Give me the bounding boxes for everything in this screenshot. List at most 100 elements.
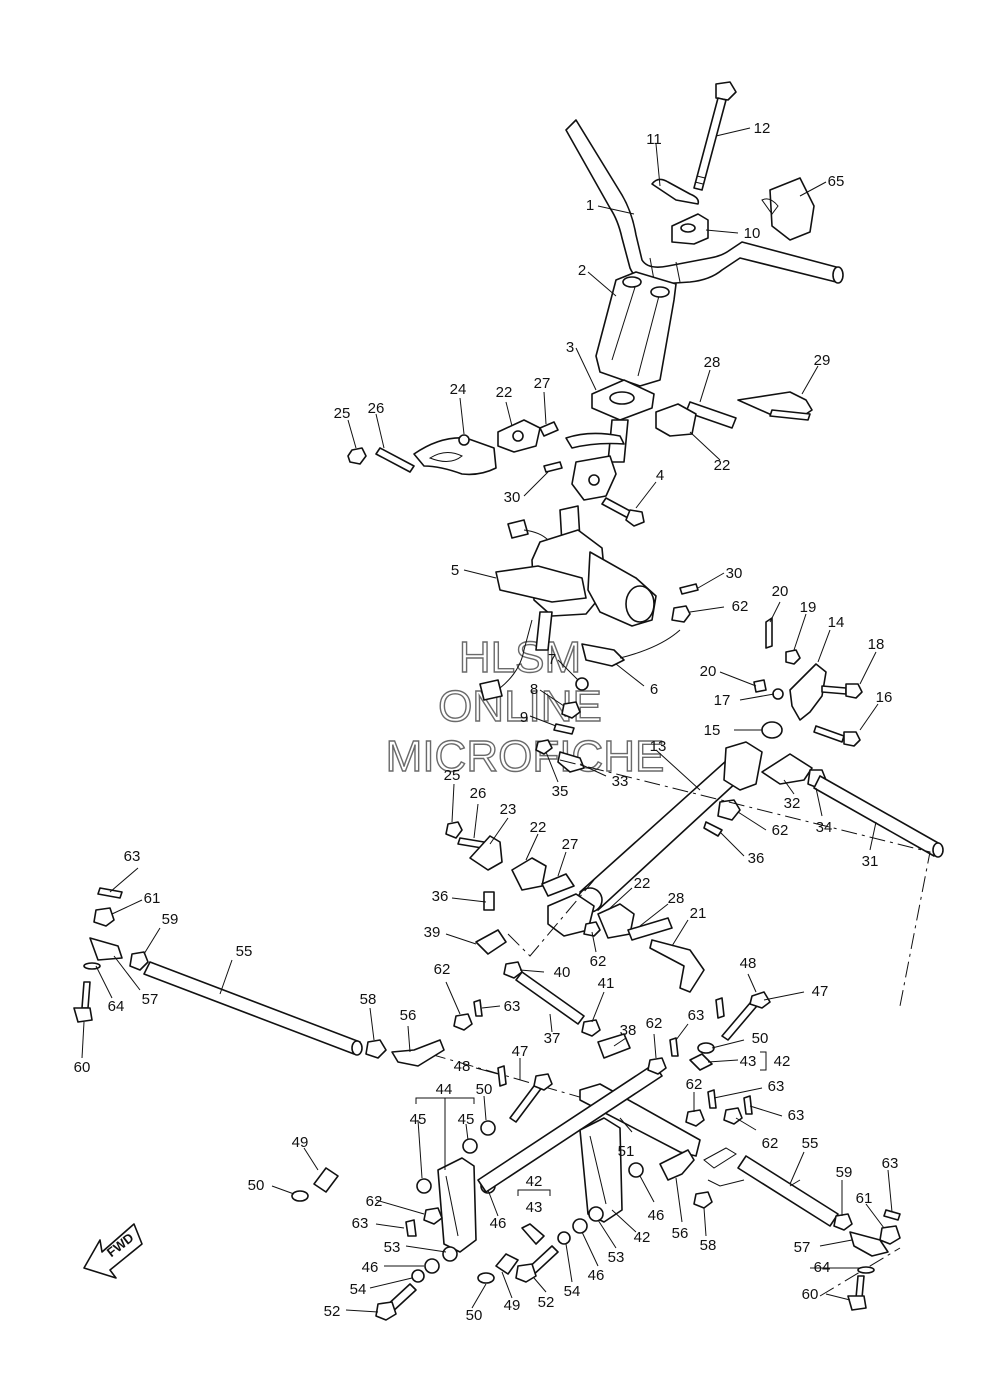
washer-50-mid bbox=[477, 1272, 495, 1284]
callout-22-c: 22 bbox=[530, 819, 547, 836]
washer-64-left bbox=[83, 962, 101, 970]
callout-34: 34 bbox=[816, 819, 833, 836]
callout-33: 33 bbox=[612, 773, 629, 790]
pin-48-left bbox=[497, 1065, 507, 1087]
callout-13: 13 bbox=[650, 738, 667, 755]
nut-59-right bbox=[833, 1213, 853, 1231]
pin-36-upper bbox=[703, 821, 723, 837]
nut-58-right bbox=[693, 1191, 713, 1209]
callout-50-a: 50 bbox=[752, 1030, 769, 1047]
watermark-line-3: MICROFICHE bbox=[386, 732, 665, 781]
callout-42-c: 42 bbox=[634, 1229, 651, 1246]
nut-35 bbox=[535, 739, 553, 755]
watermark: HLSM ONLINE MICROFICHE bbox=[385, 632, 665, 781]
clip bbox=[651, 178, 700, 205]
harness-wire bbox=[499, 619, 533, 689]
callout-27-a: 27 bbox=[534, 375, 551, 392]
pin-63-c bbox=[473, 999, 483, 1017]
callout-63-c: 63 bbox=[688, 1007, 705, 1024]
callout-41: 41 bbox=[598, 975, 615, 992]
callout-56-a: 56 bbox=[400, 1007, 417, 1024]
sleeve-49-left bbox=[313, 1167, 339, 1193]
callout-62-e: 62 bbox=[646, 1015, 663, 1032]
handlebar-mark bbox=[649, 257, 655, 281]
clip-20-upper bbox=[765, 617, 773, 649]
pin-48-right bbox=[715, 997, 725, 1019]
callout-58-a: 58 bbox=[360, 991, 377, 1008]
nut-62-c bbox=[453, 1013, 473, 1031]
nut-62-upper bbox=[671, 605, 691, 623]
tie-rod-55-left bbox=[143, 961, 361, 1055]
tie-rod-end-57-left bbox=[89, 937, 123, 961]
callout-61-a: 61 bbox=[144, 890, 161, 907]
nut-40 bbox=[503, 961, 523, 979]
washer-54-left bbox=[411, 1269, 425, 1283]
callout-62-c: 62 bbox=[590, 953, 607, 970]
clamp-22-lower-left bbox=[511, 857, 547, 891]
callout-50-d: 50 bbox=[466, 1307, 483, 1324]
column-cover bbox=[595, 271, 677, 387]
callout-40: 40 bbox=[554, 964, 571, 981]
callout-25-b: 25 bbox=[444, 767, 461, 784]
tie-rod-end-56-right bbox=[659, 1149, 695, 1181]
callout-46-c: 46 bbox=[588, 1267, 605, 1284]
callout-49-b: 49 bbox=[504, 1297, 521, 1314]
pin-63-right bbox=[883, 1209, 901, 1221]
callout-28-b: 28 bbox=[668, 890, 685, 907]
harness-clip bbox=[581, 643, 625, 667]
callout-8: 8 bbox=[530, 681, 538, 698]
callout-17: 17 bbox=[714, 692, 731, 709]
callout-46-d: 46 bbox=[648, 1207, 665, 1224]
callout-46-a: 46 bbox=[490, 1215, 507, 1232]
callout-22-d: 22 bbox=[634, 875, 651, 892]
callout-57-b: 57 bbox=[794, 1239, 811, 1256]
arm-42-right bbox=[579, 1117, 623, 1223]
cotter-pin-upper bbox=[543, 461, 563, 473]
callout-35: 35 bbox=[552, 783, 569, 800]
lower-shaft-head bbox=[723, 741, 763, 791]
tie-rod-31 bbox=[813, 775, 941, 857]
callout-26-a: 26 bbox=[368, 400, 385, 417]
callout-63-e: 63 bbox=[788, 1107, 805, 1124]
callout-60-a: 60 bbox=[74, 1059, 91, 1076]
washer-50-right bbox=[697, 1042, 715, 1054]
harness-connector bbox=[479, 679, 503, 701]
callout-15: 15 bbox=[704, 722, 721, 739]
construction-line-2 bbox=[507, 879, 595, 957]
callout-53-a: 53 bbox=[384, 1239, 401, 1256]
callout-38: 38 bbox=[620, 1022, 637, 1039]
leader-lines bbox=[81, 127, 893, 1313]
callout-10: 10 bbox=[744, 225, 761, 242]
nut-61-left bbox=[93, 907, 115, 927]
callout-58-b: 58 bbox=[700, 1237, 717, 1254]
washer-54-right bbox=[557, 1231, 571, 1245]
callout-2: 2 bbox=[578, 262, 586, 279]
nut-25-lower bbox=[445, 821, 463, 839]
bushing-45-right bbox=[462, 1138, 478, 1154]
pin-63-e bbox=[669, 1037, 679, 1057]
callout-59-a: 59 bbox=[162, 911, 179, 928]
callout-32: 32 bbox=[784, 795, 801, 812]
callout-31: 31 bbox=[862, 853, 879, 870]
callout-25-a: 25 bbox=[334, 405, 351, 422]
arm-44-left bbox=[437, 1157, 477, 1253]
bolt-60-right bbox=[855, 1275, 865, 1299]
callout-62-h: 62 bbox=[366, 1193, 383, 1210]
bolt-18 bbox=[821, 685, 847, 695]
callout-29: 29 bbox=[814, 352, 831, 369]
callout-5: 5 bbox=[451, 562, 459, 579]
handlebar-end bbox=[832, 266, 844, 284]
callout-labels: 1 2 3 4 5 6 7 8 9 10 11 12 13 14 15 16 1… bbox=[74, 120, 899, 1324]
callout-12: 12 bbox=[754, 120, 771, 137]
bolt-16 bbox=[813, 725, 845, 743]
callout-30-a: 30 bbox=[504, 489, 521, 506]
power-steering-unit bbox=[495, 505, 657, 651]
callout-7: 7 bbox=[548, 651, 556, 668]
callout-62-d: 62 bbox=[434, 961, 451, 978]
nut-61-right bbox=[879, 1225, 901, 1245]
lever-23 bbox=[469, 835, 503, 871]
callout-61-b: 61 bbox=[856, 1190, 873, 1207]
nut-62-d bbox=[423, 1207, 443, 1225]
bracket-21 bbox=[649, 939, 705, 993]
nut-59-left bbox=[129, 951, 149, 971]
